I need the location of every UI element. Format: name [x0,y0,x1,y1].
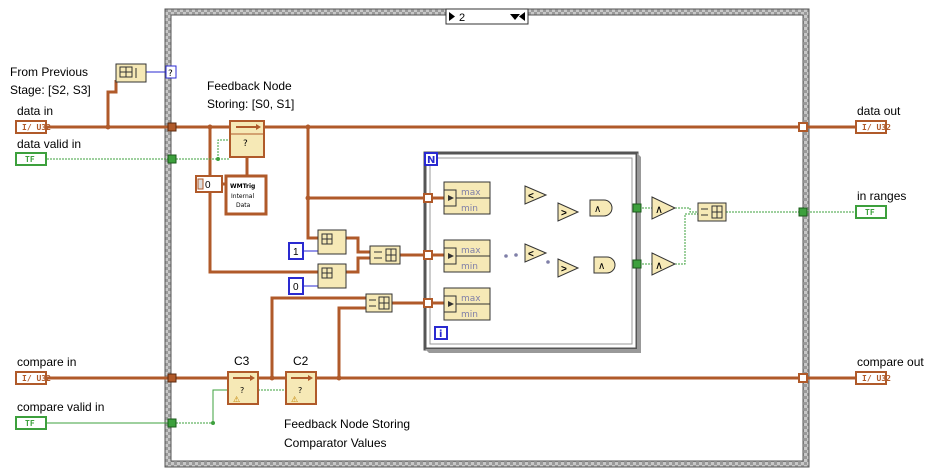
min-label: min [461,310,478,320]
data-in-label: data in [17,104,53,118]
min-label: min [461,204,478,214]
in-ranges-terminal[interactable]: in ranges TF [855,189,906,219]
compare-out-terminal[interactable]: compare out I/ U32 [855,355,924,385]
index-array-1[interactable] [317,229,347,255]
loop-tunnels [423,193,642,308]
c2-q: ? [298,386,302,395]
loop-count-terminal: N [427,155,435,166]
from-previous-label-2: Stage: [S2, S3] [10,83,91,97]
junction-dots [105,124,342,381]
and-array-elements-2[interactable]: ∧ [651,252,677,276]
compare-in-terminal-text: I/ U32 [22,374,51,383]
data-valid-in-terminal-text: TF [25,155,35,164]
array-subset-node[interactable] [115,63,147,83]
const-one-text: 1 [293,247,299,258]
less-symbol: < [528,191,534,202]
compare-out-terminal-text: I/ U32 [862,374,891,383]
build-array-2[interactable] [365,293,393,313]
warning-icon: ⚠ [291,395,298,404]
const-zero-init[interactable]: 0 [195,175,223,193]
and-gate-1[interactable]: ∧ [589,199,613,217]
c3-feedback-node[interactable]: ? ⚠ [227,371,259,405]
const-one[interactable]: 1 [288,242,304,260]
compare-valid-in-terminal-text: TF [25,419,35,428]
and-array-symbol: ∧ [655,204,663,216]
loop-index-terminal: i [439,329,442,340]
data-out-terminal-text: I/ U32 [862,123,891,132]
greater-comparator-1[interactable]: > [557,202,580,222]
data-out-terminal[interactable]: data out I/ U32 [855,104,901,134]
wmtrig-internal-data-vi[interactable]: WMTrig Internal Data [224,174,268,216]
greater-symbol: > [561,208,567,219]
less-symbol: < [528,249,534,260]
c3-label: C3 [234,354,250,368]
build-array-3[interactable] [697,202,727,222]
const-zero-init-text: 0 [205,180,211,191]
orange-wires [47,80,856,380]
min-label: min [461,262,478,272]
unbundle-1[interactable]: max min [432,181,491,215]
data-in-terminal[interactable]: data in I/ U32 [15,104,53,134]
vi-name-2: Internal [231,193,254,200]
greater-comparator-2[interactable]: > [557,258,580,278]
data-in-terminal-text: I/ U32 [22,123,51,132]
compare-in-label: compare in [17,355,76,369]
and-symbol: ∧ [598,261,605,272]
max-label: max [461,294,481,304]
blue-wires [146,71,318,287]
feedback-node-label-2: Storing: [S0, S1] [207,97,294,111]
vi-name-1: WMTrig [230,183,255,190]
feedback-node[interactable]: ? [229,120,265,158]
less-comparator-1[interactable]: < [524,185,548,205]
unknown-indicator[interactable]: ? [165,65,177,79]
data-valid-in-terminal[interactable]: data valid in TF [15,137,81,166]
case-selector-value: 2 [459,12,465,24]
and-symbol: ∧ [594,204,601,215]
from-previous-label-1: From Previous [10,65,88,79]
in-ranges-terminal-text: TF [865,208,875,217]
greater-symbol: > [561,264,567,275]
c3-q: ? [240,386,244,395]
in-ranges-label: in ranges [857,189,906,203]
junction-dots-purple [504,253,550,264]
case-selector[interactable]: 2 [445,8,529,25]
compare-valid-in-terminal[interactable]: compare valid in TF [15,400,104,430]
feedback-node-q: ? [243,139,248,149]
compare-valid-in-label: compare valid in [17,400,104,414]
green-wires [45,139,856,424]
compare-in-terminal[interactable]: compare in I/ U32 [15,355,76,385]
c2-feedback-node[interactable]: ? ⚠ [285,371,317,405]
unbundle-3[interactable]: max min [432,287,491,321]
max-label: max [461,188,481,198]
and-array-symbol: ∧ [655,260,663,272]
const-zero[interactable]: 0 [288,277,304,295]
max-label: max [461,246,481,256]
const-zero-text: 0 [293,282,299,293]
data-out-label: data out [857,104,901,118]
unknown-indicator-text: ? [168,69,173,79]
unbundle-2[interactable]: max min [432,239,491,273]
warning-icon: ⚠ [233,395,240,404]
less-comparator-2[interactable]: < [524,243,548,263]
feedback-node-label-1: Feedback Node [207,79,292,93]
index-array-2[interactable] [317,263,347,289]
and-gate-2[interactable]: ∧ [593,256,616,274]
build-array-1[interactable] [369,245,401,265]
feedback-cmp-label-2: Comparator Values [284,436,387,450]
tunnels [167,122,808,428]
feedback-cmp-label-1: Feedback Node Storing [284,417,410,431]
chevron-down-icon [510,14,520,20]
data-valid-in-label: data valid in [17,137,81,151]
and-array-elements-1[interactable]: ∧ [651,196,677,220]
c2-label: C2 [293,354,309,368]
compare-out-label: compare out [857,355,924,369]
junction-dots-green [211,157,220,425]
vi-name-3: Data [236,202,251,209]
